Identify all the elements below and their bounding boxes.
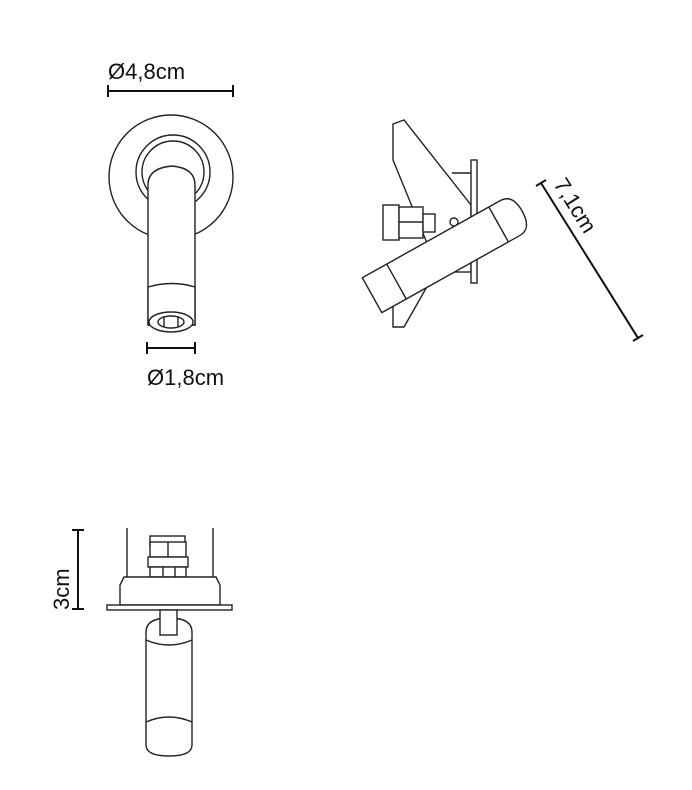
nut-washer	[382, 204, 400, 241]
diameter-tube-label: Ø1,8cm	[147, 365, 224, 390]
tilted-tube	[361, 198, 528, 314]
length-dimension-line	[535, 179, 644, 342]
diameter-tube-dimension-line	[146, 342, 196, 354]
washer	[147, 556, 189, 568]
side-view: 7,1cm	[361, 119, 644, 342]
diameter-base-dimension-line	[107, 85, 234, 97]
height-label: 3cm	[49, 568, 74, 610]
flange	[106, 604, 233, 611]
elevation-view: 3cm	[49, 528, 233, 757]
diameter-base-label: Ø4,8cm	[108, 59, 185, 84]
tube	[145, 617, 193, 757]
length-label: 7,1cm	[549, 173, 602, 237]
housing	[119, 576, 221, 606]
lens-inner	[157, 315, 185, 329]
front-view: Ø4,8cm Ø1,8cm	[107, 59, 234, 390]
height-dimension-line	[72, 529, 84, 610]
stem	[159, 609, 178, 636]
